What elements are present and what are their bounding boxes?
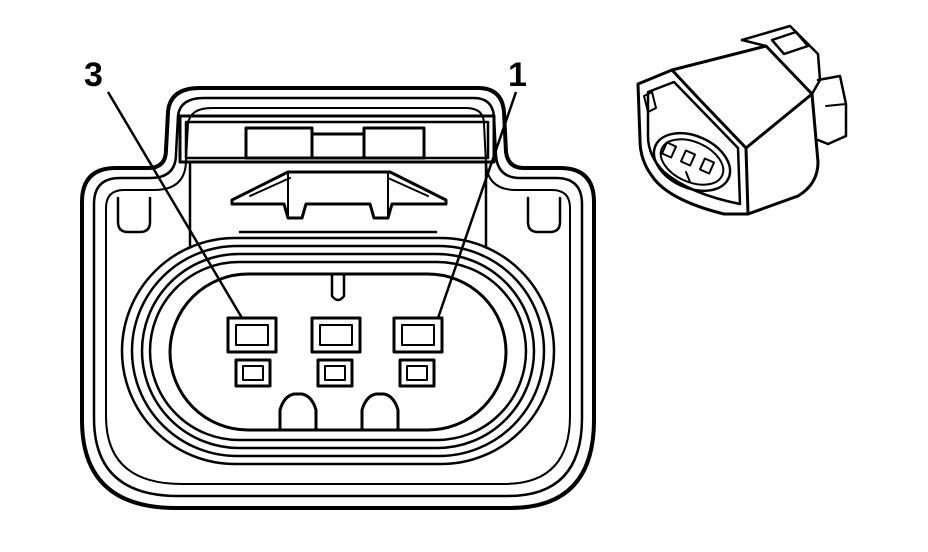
- iso-key-rib: [685, 171, 691, 183]
- iso-latch: [740, 24, 822, 96]
- terminal-2-upper-inner: [319, 324, 353, 346]
- iso-cavity-oval: [652, 131, 732, 193]
- latch-tab: [230, 170, 448, 220]
- latch-window-left: [244, 126, 314, 160]
- latch-window-center: [310, 132, 366, 160]
- iso-body-front: [636, 68, 750, 216]
- housing-inner-outline: [92, 96, 584, 498]
- pin-callouts: 3 1: [84, 56, 527, 319]
- iso-latch-window: [770, 30, 810, 56]
- terminal-2: [310, 316, 362, 388]
- terminal-3: [226, 316, 278, 388]
- terminal-2-upper-outer: [310, 316, 362, 354]
- pin-1-leader-line: [436, 91, 518, 319]
- terminal-3-upper-outer: [226, 316, 278, 354]
- iso-left-tab: [643, 91, 657, 113]
- terminal-2-lower-inner: [324, 365, 346, 381]
- keyway-notch: [330, 272, 346, 302]
- cavity-oval: [168, 272, 508, 432]
- terminal-1-upper-outer: [392, 316, 444, 354]
- iso-face-frame: [646, 80, 742, 206]
- pin-3-label: 3: [84, 56, 103, 94]
- latch-tab-slant-2: [387, 177, 429, 197]
- iso-rear-tail: [816, 74, 848, 146]
- left-side-rib: [116, 196, 152, 234]
- iso-body-top: [670, 44, 814, 150]
- housing-outer-outline: [80, 86, 596, 510]
- connector-face: [80, 86, 596, 510]
- terminal-2-lower-outer: [316, 358, 354, 388]
- terminal-1-lower-outer: [398, 358, 436, 388]
- right-side-rib: [526, 196, 562, 234]
- iso-pin-2: [679, 149, 697, 167]
- latch-frame-inner: [184, 120, 490, 160]
- bottom-key-rib-left: [278, 392, 318, 432]
- iso-cavity-oval-inner: [659, 138, 725, 186]
- housing-rim-outline: [105, 107, 571, 485]
- terminal-3-lower-outer: [234, 358, 272, 388]
- pin-1-label: 1: [508, 56, 527, 94]
- iso-latch-edge: [740, 38, 768, 48]
- iso-body-right: [746, 92, 820, 216]
- iso-rear-tail-edge: [825, 103, 847, 107]
- terminal-1-upper-inner: [401, 324, 435, 346]
- connector-isometric-view: [636, 24, 848, 216]
- latch-tab-slant-1: [249, 177, 291, 197]
- iso-pin-1: [698, 157, 716, 175]
- bottom-key-rib-right: [360, 392, 400, 432]
- terminal-1-lower-inner: [406, 365, 428, 381]
- iso-pin-3: [660, 141, 678, 159]
- seal-oval-1: [120, 236, 556, 466]
- terminal-3-lower-inner: [242, 365, 264, 381]
- seal-oval-2: [130, 244, 546, 458]
- pin-3-leader-line: [106, 91, 244, 319]
- latch-window-right: [362, 126, 426, 160]
- seal-oval-3: [140, 252, 536, 450]
- seal-oval-4: [148, 260, 528, 442]
- terminal-3-upper-inner: [235, 324, 269, 346]
- terminal-1: [392, 316, 444, 388]
- latch-frame-outer: [178, 114, 496, 164]
